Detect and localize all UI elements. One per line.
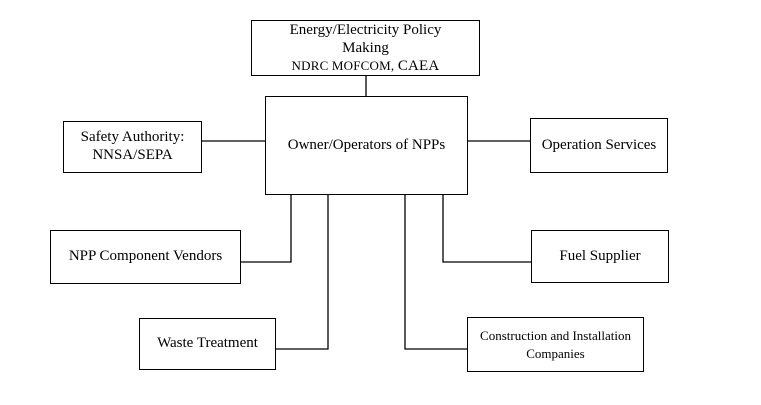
policy-agencies: NDRC MOFCOM, CAEA [252, 57, 479, 75]
component-vendors-label: NPP Component Vendors [68, 248, 223, 265]
safety-line-2: NNSA/SEPA [92, 147, 173, 163]
connector-owner-fuel [442, 195, 531, 263]
construction-companies-box: Construction and Installation Companies [467, 317, 644, 372]
operation-services-label: Operation Services [541, 136, 657, 153]
operation-services-box: Operation Services [530, 118, 668, 173]
connector-owner-construction [404, 195, 467, 350]
safety-authority-box: Safety Authority: NNSA/SEPA [63, 121, 202, 173]
policy-agencies-large: CAEA [397, 58, 440, 74]
policy-making-box: Energy/Electricity Policy Making NDRC MO… [251, 20, 480, 76]
safety-line-1: Safety Authority: [80, 129, 185, 146]
construction-line-2: Companies [526, 345, 585, 361]
policy-line-1: Energy/Electricity Policy [289, 22, 442, 38]
construction-line-1: Construction and Installation [480, 327, 631, 343]
connector-owner-waste [276, 195, 329, 350]
fuel-supplier-label: Fuel Supplier [559, 247, 641, 264]
waste-treatment-label: Waste Treatment [157, 335, 258, 352]
owner-label: Owner/Operators of NPPs [287, 136, 446, 153]
connector-owner-vendors [241, 195, 292, 263]
component-vendors-box: NPP Component Vendors [50, 230, 241, 284]
policy-agencies-small: NDRC MOFCOM, [291, 58, 395, 73]
waste-treatment-box: Waste Treatment [139, 318, 276, 370]
policy-line-2: Making [342, 40, 389, 56]
fuel-supplier-box: Fuel Supplier [531, 230, 669, 283]
owner-operators-box: Owner/Operators of NPPs [265, 96, 468, 195]
